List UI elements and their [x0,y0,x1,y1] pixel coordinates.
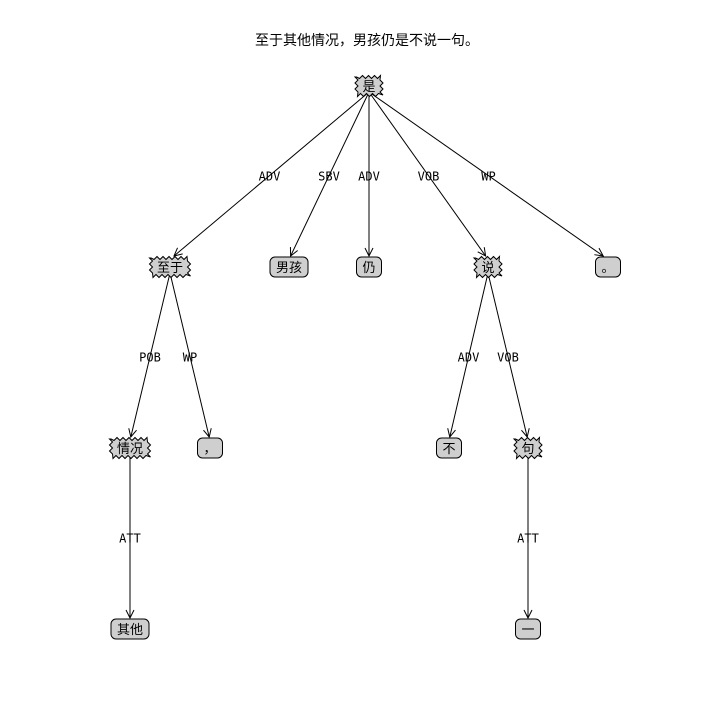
node-box-round [356,256,382,278]
node-n4: 仍 [356,256,382,278]
node-n2: 至于 [148,255,192,279]
node-n6: 。 [595,256,621,278]
edge-arrow [291,91,370,256]
node-box-round [110,618,150,640]
edge-arrow [368,91,486,256]
node-box-zigzag [472,255,503,279]
edges-layer: ADV SBV ADV VOB WP POB WP ADV VOB ATT ATT [119,91,603,618]
edge-label: ATT [517,532,539,546]
node-label: 其他 [117,623,143,638]
node-label: 句 [521,442,534,457]
node-label: 一 [521,623,534,638]
node-label: ， [203,442,216,457]
node-box-zigzag [512,436,543,460]
edge-arrow [169,272,209,437]
edge-label: POB [139,351,161,365]
node-n5: 说 [472,255,503,279]
node-box-round [269,256,309,278]
node-n10: 句 [512,436,543,460]
node-label: 至于 [157,261,183,276]
edge-label: VOB [418,170,440,184]
node-n11: 其他 [110,618,150,640]
edge-label: VOB [497,351,519,365]
edge-label: WP [481,170,495,184]
node-n7: 情况 [108,436,152,460]
sentence-title: 至于其他情况，男孩仍是不说一句。 [255,33,479,49]
node-label: 男孩 [276,261,302,276]
node-label: 是 [362,80,375,95]
node-label: 说 [481,261,494,276]
node-n8: ， [197,437,223,459]
edge-label: WP [183,351,197,365]
node-n12: 一 [515,618,541,640]
node-box-zigzag [108,436,152,460]
edge-label: ATT [119,532,141,546]
node-box-zigzag [353,74,384,98]
node-n1: 是 [353,74,384,98]
node-box-round [436,437,462,459]
edge-label: SBV [318,170,340,184]
edge-arrow [487,272,527,437]
edge-arrow [368,91,603,256]
edge-arrow [131,272,171,437]
edge-label: ADV [458,351,480,365]
node-box-zigzag [148,255,192,279]
edge-label: ADV [259,170,281,184]
node-label: 不 [442,442,455,457]
node-label: 仍 [362,261,375,276]
edge-arrow [174,91,370,256]
node-label: 。 [601,261,614,276]
edge-label: ADV [358,170,380,184]
node-box-round [595,256,621,278]
edge-arrow [450,272,489,437]
node-n3: 男孩 [269,256,309,278]
node-label: 情况 [117,442,143,457]
node-box-round [515,618,541,640]
node-box-round [197,437,223,459]
node-n9: 不 [436,437,462,459]
nodes-layer: 是至于 男孩 仍 说 。情况 ， 不 句其他 一 [108,74,621,640]
